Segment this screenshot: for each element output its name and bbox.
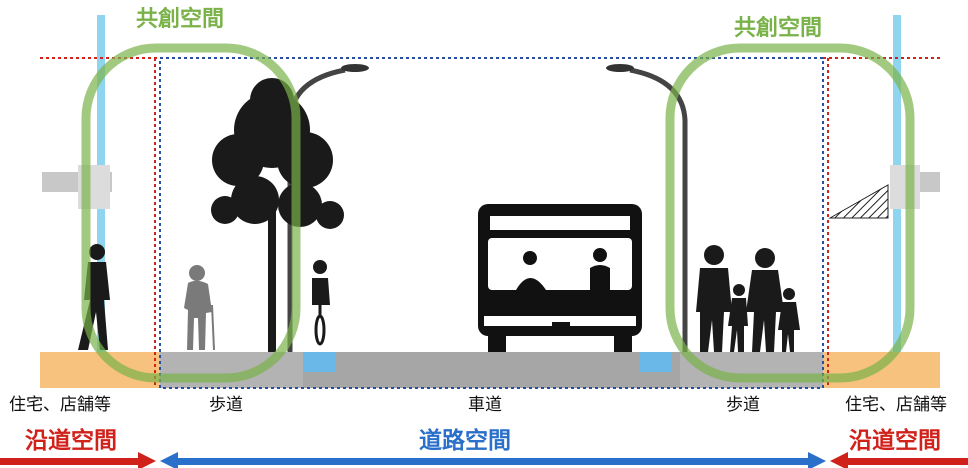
roadside-arrow-right <box>830 452 968 468</box>
roadside-space-label-left: 沿道空間 <box>25 428 117 454</box>
curb-left <box>303 352 335 372</box>
roadway-surface <box>303 352 680 388</box>
roadway-label: 車道 <box>468 395 502 415</box>
road-space-label: 道路空間 <box>419 428 511 454</box>
elderly-with-cane-icon <box>184 265 215 351</box>
curb-right <box>640 352 672 372</box>
roadside-space-label-right: 沿道空間 <box>849 428 941 454</box>
ground-left <box>40 352 160 388</box>
sidewalk-label-left: 歩道 <box>209 395 243 415</box>
hatched-ramp-icon <box>828 184 889 219</box>
building-wall-icon <box>42 165 940 209</box>
ground-label-right: 住宅、店舗等 <box>845 395 947 415</box>
cocreation-space-loop-right <box>665 43 915 383</box>
road-space-arrow <box>160 452 826 468</box>
roadside-arrow-left <box>0 452 156 468</box>
road-space-boundary <box>159 57 824 389</box>
cyclist-icon <box>312 260 330 346</box>
family-icon <box>696 245 800 352</box>
cocreation-space-loop-left <box>81 43 301 383</box>
roadside-space-boundary <box>40 57 940 388</box>
ground-label-left: 住宅、店舗等 <box>9 395 111 415</box>
cocreation-space-label-right: 共創空間 <box>734 16 823 41</box>
tree-icon <box>211 78 344 352</box>
cocreation-space-label-left: 共創空間 <box>136 7 225 32</box>
sidewalk-label-right: 歩道 <box>726 395 760 415</box>
bus-icon <box>478 204 642 352</box>
